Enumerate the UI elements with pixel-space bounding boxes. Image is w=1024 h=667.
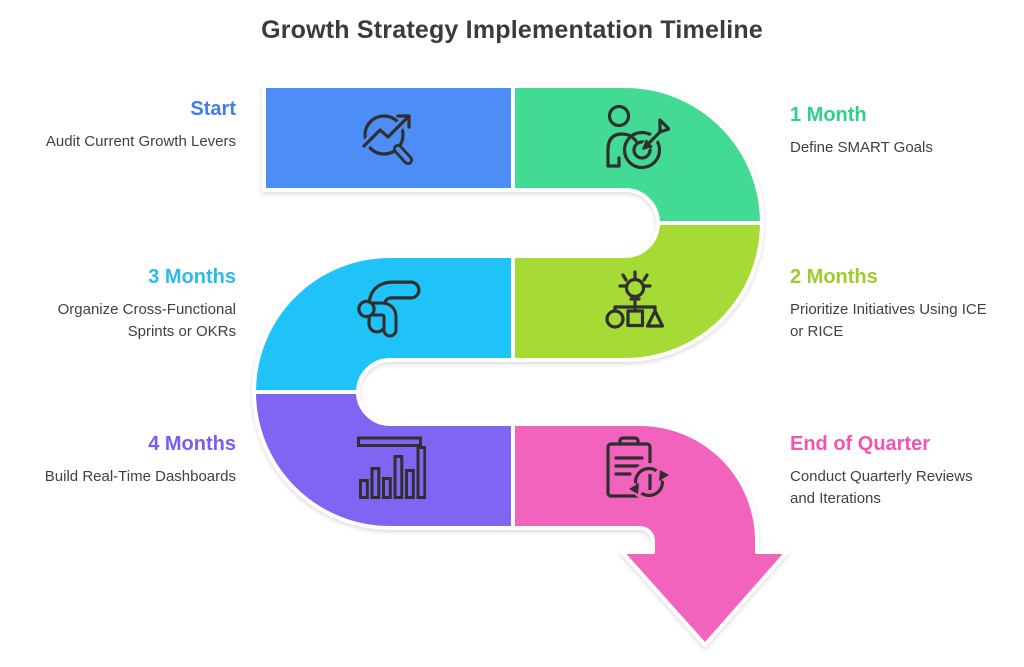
step-label-end-of-quarter: End of Quarter Conduct Quarterly Reviews… (790, 433, 990, 510)
description-2-months: Prioritize Initiatives Using ICE or RICE (790, 301, 987, 340)
step-label-2-months: 2 Months Prioritize Initiatives Using IC… (790, 266, 990, 343)
segment-2-months (511, 221, 764, 362)
step-label-1-month: 1 Month Define SMART Goals (790, 104, 990, 159)
corner-arrows-glyph (357, 280, 421, 338)
bar-chart-icon (354, 434, 426, 506)
clipboard-sync-icon (602, 434, 674, 506)
step-label-3-months: 3 Months Organize Cross-Functional Sprin… (36, 266, 236, 343)
milestone-4-months: 4 Months (148, 433, 236, 455)
description-1-month: Define SMART Goals (790, 139, 933, 156)
corner-arrows-icon (352, 266, 424, 338)
milestone-end-of-quarter: End of Quarter (790, 433, 931, 455)
segment-4-months (252, 390, 515, 530)
clipboard-sync-glyph (606, 436, 669, 501)
description-4-months: Build Real-Time Dashboards (44, 468, 236, 485)
magnifier-trend-glyph (360, 112, 413, 165)
magnifier-trend-icon (352, 101, 424, 173)
segment-end-of-quarter (511, 422, 789, 647)
bar-chart-glyph (357, 436, 426, 499)
milestone-2-months: 2 Months (790, 266, 878, 288)
step-label-4-months: 4 Months Build Real-Time Dashboards (36, 433, 236, 488)
segment-1-month (511, 84, 764, 225)
description-3-months: Organize Cross-Functional Sprints or OKR… (57, 301, 236, 340)
idea-structure-glyph (605, 270, 665, 329)
person-target-glyph (606, 104, 670, 170)
description-start: Audit Current Growth Levers (45, 133, 236, 150)
description-end-of-quarter: Conduct Quarterly Reviews and Iterations (790, 468, 973, 507)
milestone-1-month: 1 Month (790, 104, 867, 126)
milestone-3-months: 3 Months (148, 266, 236, 288)
page-title: Growth Strategy Implementation Timeline (261, 16, 763, 44)
idea-structure-icon (598, 266, 670, 338)
person-target-icon (598, 103, 670, 175)
milestone-start: Start (190, 98, 236, 120)
step-label-start: Start Audit Current Growth Levers (36, 98, 236, 153)
